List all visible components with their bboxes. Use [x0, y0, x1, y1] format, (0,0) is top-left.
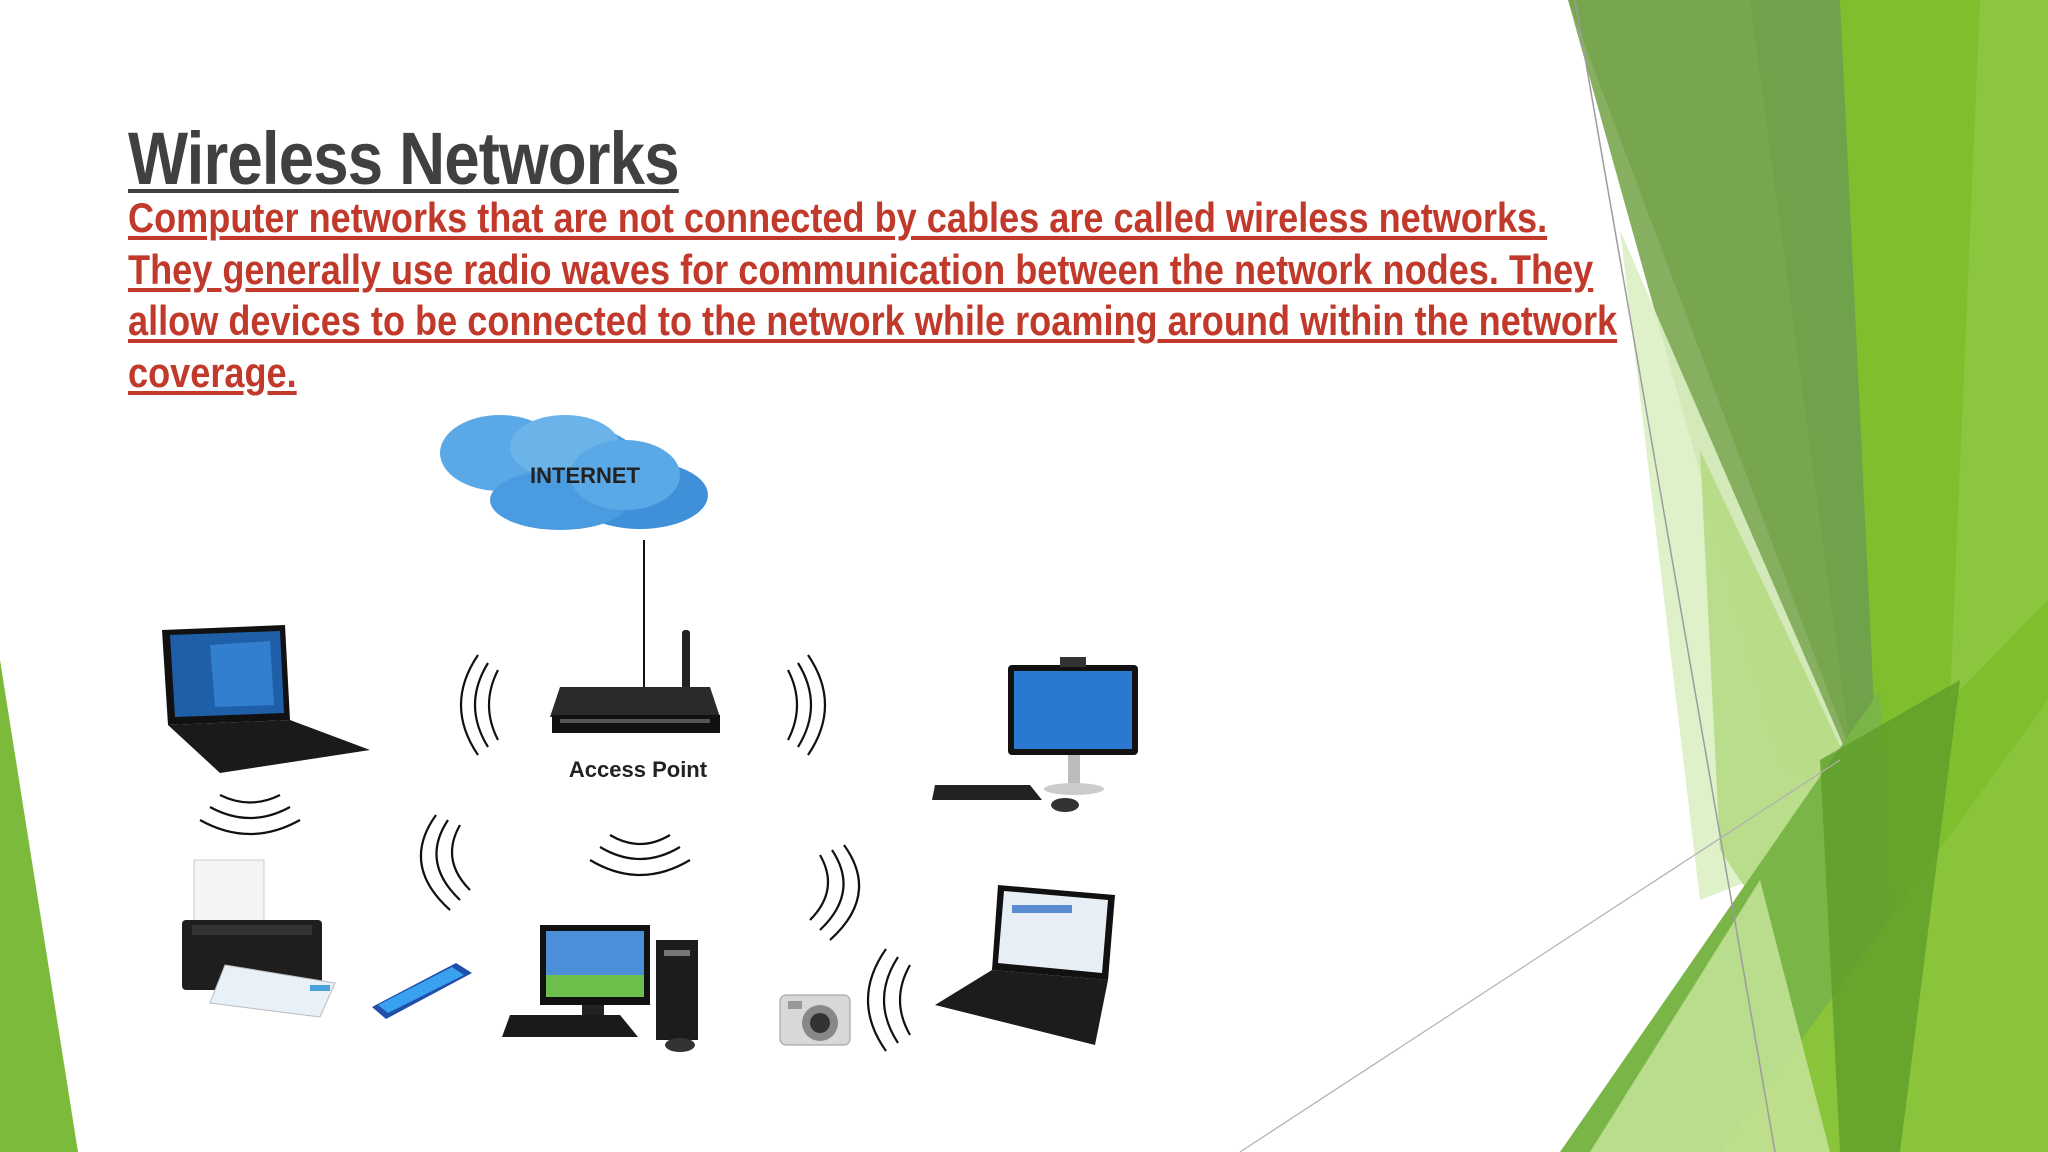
body-line: coverage. [128, 348, 297, 396]
laptop-icon [935, 885, 1115, 1045]
router-icon: Access Point [550, 630, 720, 782]
laptop-icon [162, 625, 370, 773]
green-facet-deep [1820, 680, 1960, 1152]
cloud-label: INTERNET [530, 463, 641, 488]
router-label: Access Point [569, 757, 708, 782]
green-strip-left [0, 660, 78, 1152]
body-line: Computer networks that are not connected… [128, 194, 1548, 241]
slide-title: Wireless Networks [128, 117, 680, 200]
signal-waves [199, 654, 911, 1052]
desktop-computer-icon [502, 925, 698, 1052]
printer-icon [182, 859, 336, 1018]
green-facet-olive [1568, 0, 1860, 820]
cloud-icon: INTERNET [440, 415, 708, 530]
slide-body-text: Computer networks that are not connected… [128, 192, 1618, 398]
green-facet-soft [1590, 880, 1830, 1152]
body-line: They generally use radio waves for commu… [128, 245, 1594, 293]
green-facet-lime [1950, 0, 2048, 700]
network-diagram: INTERNET Access Point [162, 415, 1138, 1052]
thin-line [1574, 0, 1776, 1152]
thin-line [1239, 759, 1841, 1152]
smartphone-icon [372, 963, 472, 1019]
camera-icon [779, 994, 851, 1046]
all-in-one-computer-icon [932, 657, 1138, 812]
body-line: allow devices to be connected to the net… [128, 297, 1618, 344]
